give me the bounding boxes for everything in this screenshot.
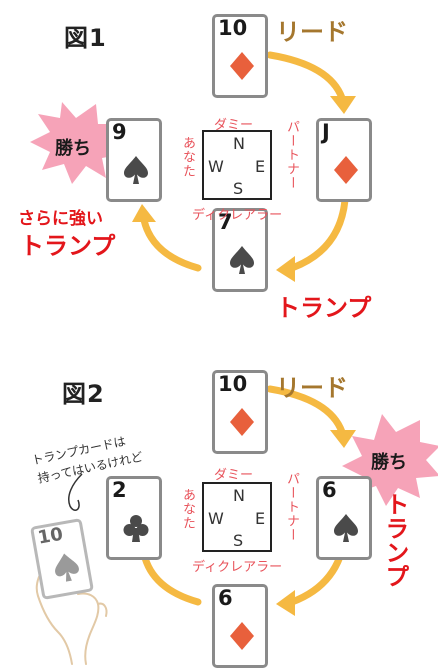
seat-west-label: あなた [180,136,195,178]
card-east: J [316,118,372,202]
arrowhead-east [330,430,356,448]
spade-icon [124,156,148,184]
arrow-south-to-west [140,216,202,272]
card-south: 7 [212,208,268,292]
card-rank: 6 [322,478,337,502]
spade-icon [230,246,254,274]
win-label: 勝ち [371,452,407,473]
compass-n: N [233,134,245,153]
figure-1-graphics [30,51,356,282]
diamond-icon [230,408,254,436]
card-west: 9 [106,118,162,202]
card-east: 6 [316,476,372,560]
stronger-trump-line1: さらに強い [18,209,103,229]
card-south: 6 [212,584,268,668]
compass-w: W [208,509,224,528]
compass-n: N [233,486,245,505]
diamond-icon [230,52,254,80]
stronger-trump-line2: トランプ [20,232,116,260]
card-rank: J [322,120,330,144]
card-north: 10 [212,370,268,454]
compass-e: E [255,157,266,176]
trump-label: トランプ [276,294,372,322]
seat-east-label: パートナー [284,472,299,542]
diamond-icon [230,622,254,650]
figure-1: 図1 リード 勝ち さらに強い トランプ トランプ 10 J 7 9 ダミー パ… [18,14,372,322]
compass-w: W [208,157,224,176]
seat-south-label: ディクレアラー [192,208,283,223]
figure-title: 図2 [62,380,105,408]
compass-s: S [233,179,244,198]
arrow-north-to-east [266,51,346,102]
compass-box: N E S W [202,482,272,552]
arrow-east-to-south [288,196,349,272]
card-rank: 9 [112,120,127,144]
figure-title: 図1 [64,24,107,52]
trump-label: トランプ [381,492,409,588]
spade-icon [334,514,358,542]
seat-west-label: あなた [180,488,195,530]
arrowhead-south [276,256,295,282]
seat-north-label: ダミー [214,468,254,483]
arrowhead-east [330,96,356,114]
card-rank: 10 [36,523,65,549]
club-icon [123,515,149,542]
note-pointer [68,473,83,511]
seat-south-label: ディクレアラー [192,560,283,575]
lead-label: リード [276,18,348,46]
card-west: 2 [106,476,162,560]
lead-label: リード [276,374,348,402]
card-rank: 6 [218,586,233,610]
seat-east-label: パートナー [284,120,299,190]
card-rank: 2 [112,478,127,502]
held-card: 10 [29,518,95,600]
card-rank: 10 [218,16,248,40]
compass-s: S [233,531,244,550]
spade-icon [55,553,79,582]
win-burst [30,102,124,184]
seat-north-label: ダミー [214,118,254,133]
arrow-south-to-west [140,550,202,606]
diamond-icon [334,156,358,184]
compass-box: N E S W [202,130,272,200]
card-rank: 10 [218,372,248,396]
card-north: 10 [212,14,268,98]
arrowhead-south [276,590,295,616]
arrowhead-west [132,204,156,222]
arrow-north-to-east [266,385,346,436]
win-label: 勝ち [55,138,91,159]
compass-e: E [255,509,266,528]
figure-2: 図2 リード 勝ち トランプ トランプカードは 持ってはいるけれど 10 10 … [0,334,438,668]
card-rank: 7 [218,210,233,234]
